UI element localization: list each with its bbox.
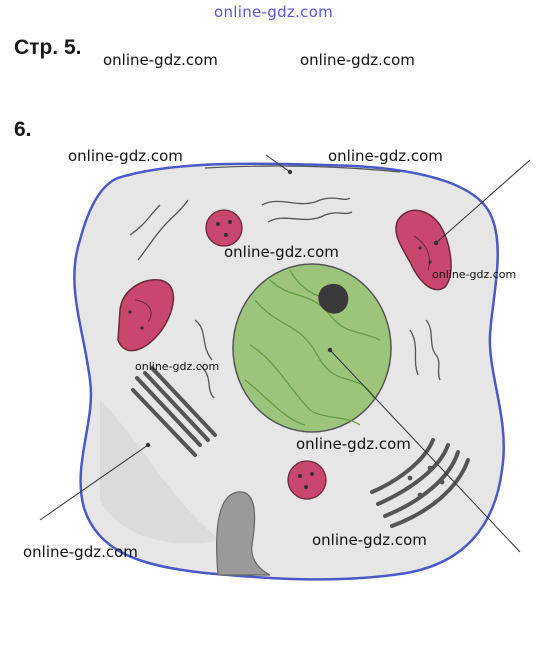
lysosome-bottom [287,460,327,500]
watermark-7: online-gdz.com [135,360,220,373]
nucleolus [318,283,349,314]
watermark-10: online-gdz.com [23,543,138,561]
mitochondrion-right [395,209,452,291]
nucleus [232,263,392,433]
microtubule-pointer-dot [145,442,151,448]
membrane-inner-line [204,165,401,173]
endoplasmic-reticulum [129,197,441,399]
endocytic-vesicle [216,491,271,576]
watermark-top[interactable]: online-gdz.com [214,3,334,21]
label-pointer-lines [39,154,531,553]
watermark-6: online-gdz.com [432,268,517,281]
golgi-apparatus [370,438,470,528]
task-number: 6. [14,118,32,141]
watermark-8: online-gdz.com [296,435,411,453]
mitochondrion-pointer-dot [433,240,439,246]
microtubule-bundle [131,366,217,457]
nucleus-chromatin [244,269,381,426]
watermark-3: online-gdz.com [68,147,183,165]
nucleus-pointer-dot [327,347,333,353]
golgi-vesicles [407,465,445,498]
watermark-2: online-gdz.com [300,51,415,69]
cytoplasm-shading [100,400,220,544]
watermark-5: online-gdz.com [224,243,339,261]
watermark-1: online-gdz.com [103,51,218,69]
mitochondrion-left [117,279,175,352]
membrane-pointer-dot [287,169,293,175]
lysosome-top [205,209,243,247]
page-heading: Стр. 5. [14,36,82,59]
watermark-4: online-gdz.com [328,147,443,165]
watermark-9: online-gdz.com [312,531,427,549]
